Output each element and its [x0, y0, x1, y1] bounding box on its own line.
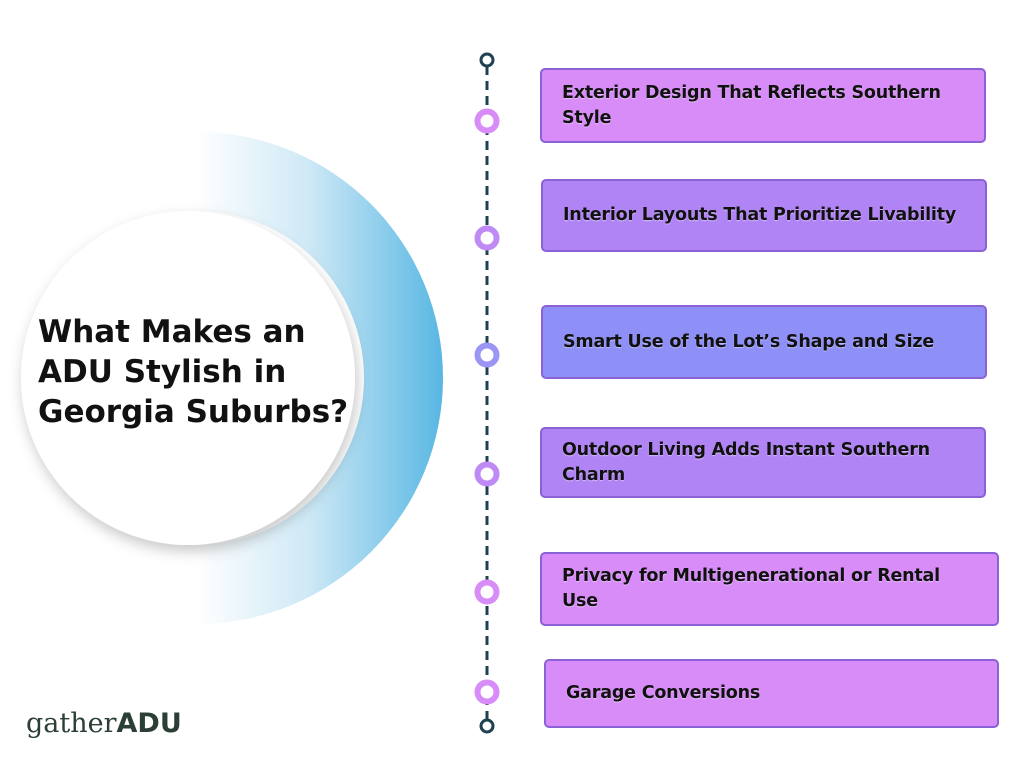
title-line-2: ADU Stylish in [38, 354, 287, 390]
card-label-line: Garage Conversions [566, 683, 761, 703]
card-label: Garage Conversions [566, 681, 760, 706]
logo-part-gather: gather [26, 708, 117, 739]
timeline-bottom-dot [479, 718, 495, 734]
timeline-node-6 [474, 679, 500, 705]
timeline-node-1 [474, 108, 500, 134]
card-label: Smart Use of the Lot’s Shape and Size [563, 330, 934, 355]
card-label-line: Use [562, 591, 598, 611]
card-label-line: Interior Layouts That Prioritize Livabil… [563, 205, 957, 225]
timeline-card-2: Interior Layouts That Prioritize Livabil… [541, 179, 987, 252]
blue-arc-shape [197, 132, 443, 624]
card-label-line: Exterior Design That Reflects Southern [562, 82, 941, 103]
timeline-top-dot [479, 52, 495, 68]
logo-part-adu: ADU [116, 708, 182, 739]
card-label-line: Outdoor Living Adds Instant Southern [562, 439, 930, 460]
timeline-node-5 [474, 579, 500, 605]
card-label-line: Smart Use of the Lot’s Shape and Size [563, 331, 935, 352]
page-title: What Makes an ADU Stylish in Georgia Sub… [38, 312, 358, 432]
title-line-1: What Makes an [38, 314, 306, 350]
timeline-card-3: Smart Use of the Lot’s Shape and Size [541, 305, 987, 379]
timeline-card-6: Garage Conversions [544, 659, 999, 728]
timeline-node-4 [474, 461, 500, 487]
timeline-node-3 [474, 342, 500, 368]
card-label-line: Style [562, 107, 612, 128]
title-line-3: Georgia Suburbs? [38, 394, 349, 430]
card-label: Interior Layouts That Prioritize Livabil… [563, 203, 956, 228]
gatheradu-logo: gatherADU [26, 708, 182, 739]
timeline-node-2 [474, 225, 500, 251]
white-disc [21, 211, 355, 545]
card-label-line: Charm [562, 464, 625, 485]
card-label-line: Privacy for Multigenerational or Rental [562, 566, 940, 586]
